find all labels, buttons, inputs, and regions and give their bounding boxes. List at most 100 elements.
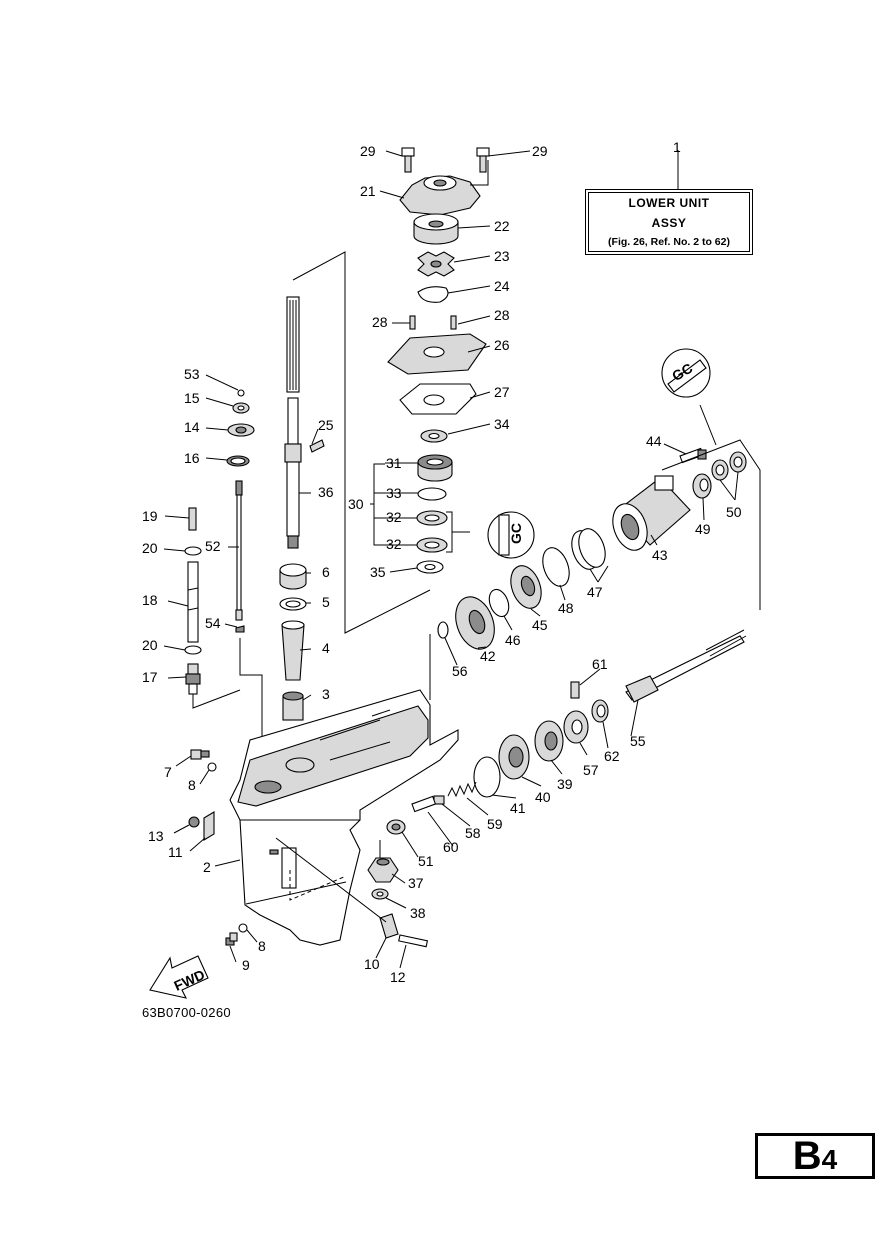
bolt-29-right (476, 147, 490, 173)
label-29-left: 29 (360, 143, 376, 159)
label-12: 12 (390, 969, 406, 985)
callout-title: LOWER UNIT (628, 196, 710, 210)
label-8-lower: 8 (258, 938, 266, 954)
bushing-49 (692, 473, 712, 499)
label-41: 41 (510, 800, 526, 816)
bolt-7 (190, 749, 210, 760)
plate-11 (203, 811, 215, 841)
bearing-40 (498, 734, 530, 780)
label-43: 43 (652, 547, 668, 563)
label-61: 61 (592, 656, 608, 672)
bushing-3 (282, 691, 304, 721)
drawing-code: 63B0700-0260 (142, 1005, 231, 1020)
label-10: 10 (364, 956, 380, 972)
oil-seal-32-lower (416, 537, 448, 553)
label-33: 33 (386, 485, 402, 501)
label-18: 18 (142, 592, 158, 608)
svg-text:GC: GC (508, 523, 524, 544)
sleeve-4 (281, 620, 305, 681)
circlip-53 (237, 389, 245, 397)
label-34: 34 (494, 416, 510, 432)
oil-seal-housing-31 (417, 454, 453, 482)
label-45: 45 (532, 617, 548, 633)
bolt-12 (398, 934, 429, 948)
boot-14 (227, 423, 255, 437)
label-25: 25 (318, 417, 334, 433)
label-56: 56 (452, 663, 468, 679)
label-31: 31 (386, 455, 402, 471)
label-14: 14 (184, 419, 200, 435)
clamp-20-lower (184, 645, 202, 655)
label-1: 1 (673, 139, 681, 155)
collar-15 (232, 402, 250, 414)
insert-cartridge-22 (413, 213, 459, 245)
label-32-upper: 32 (386, 509, 402, 525)
shim-57 (563, 710, 589, 744)
label-35: 35 (370, 564, 386, 580)
label-7: 7 (164, 764, 172, 780)
label-3: 3 (322, 686, 330, 702)
label-23: 23 (494, 248, 510, 264)
o-ring-47-b (578, 528, 606, 568)
label-37: 37 (408, 875, 424, 891)
label-47: 47 (587, 584, 603, 600)
label-19: 19 (142, 508, 158, 524)
label-11: 11 (168, 844, 183, 860)
clip-54 (235, 625, 245, 633)
page-code: B 4 (755, 1133, 875, 1179)
propeller-shaft-55 (625, 629, 747, 703)
label-51: 51 (418, 853, 434, 869)
label-50: 50 (726, 504, 742, 520)
forward-gear-42 (455, 596, 495, 650)
label-16: 16 (184, 450, 200, 466)
label-26: 26 (494, 337, 510, 353)
label-39: 39 (557, 776, 573, 792)
shift-plunger-60 (411, 795, 437, 813)
screw-9 (225, 932, 238, 946)
label-20-upper: 20 (142, 540, 158, 556)
nut-13 (188, 816, 200, 828)
callout-subtitle: ASSY (651, 216, 687, 230)
label-4: 4 (322, 640, 330, 656)
label-62: 62 (604, 748, 620, 764)
page-code-letter: B (792, 1134, 822, 1178)
shift-rod-52 (235, 480, 243, 621)
label-2: 2 (203, 859, 211, 875)
trim-tab-10 (379, 913, 399, 939)
dog-clutch-62 (591, 699, 609, 723)
label-29-right: 29 (532, 143, 548, 159)
label-30: 30 (348, 496, 364, 512)
o-ring-41 (473, 756, 501, 798)
callout-reference: (Fig. 26, Ref. No. 2 to 62) (608, 236, 730, 248)
o-ring-33 (417, 487, 447, 501)
lower-case-2 (229, 689, 459, 946)
label-24: 24 (494, 278, 510, 294)
impeller-23 (417, 251, 455, 277)
bearing-51 (386, 819, 406, 835)
fwd-arrow-icon: FWD (149, 955, 209, 999)
bolt-44 (679, 447, 707, 464)
label-20-lower: 20 (142, 637, 158, 653)
label-58: 58 (465, 825, 481, 841)
pinion-37 (367, 857, 399, 883)
bushing-6 (279, 563, 307, 590)
label-44: 44 (646, 433, 662, 449)
joint-17 (185, 663, 201, 695)
label-40: 40 (535, 789, 551, 805)
bearing-housing-43 (612, 475, 691, 551)
label-13: 13 (148, 828, 164, 844)
label-48: 48 (558, 600, 574, 616)
label-38: 38 (410, 905, 426, 921)
label-54: 54 (205, 615, 221, 631)
label-8-upper: 8 (188, 777, 196, 793)
circlip-56 (437, 621, 449, 639)
drive-shaft-36 (284, 296, 302, 549)
label-60: 60 (443, 839, 459, 855)
gasket-35 (416, 560, 444, 574)
nut-38 (371, 888, 389, 900)
reverse-gear-39 (534, 720, 564, 762)
label-5: 5 (322, 594, 330, 610)
oil-seal-34 (420, 429, 448, 443)
washer-8-lower (238, 923, 248, 933)
